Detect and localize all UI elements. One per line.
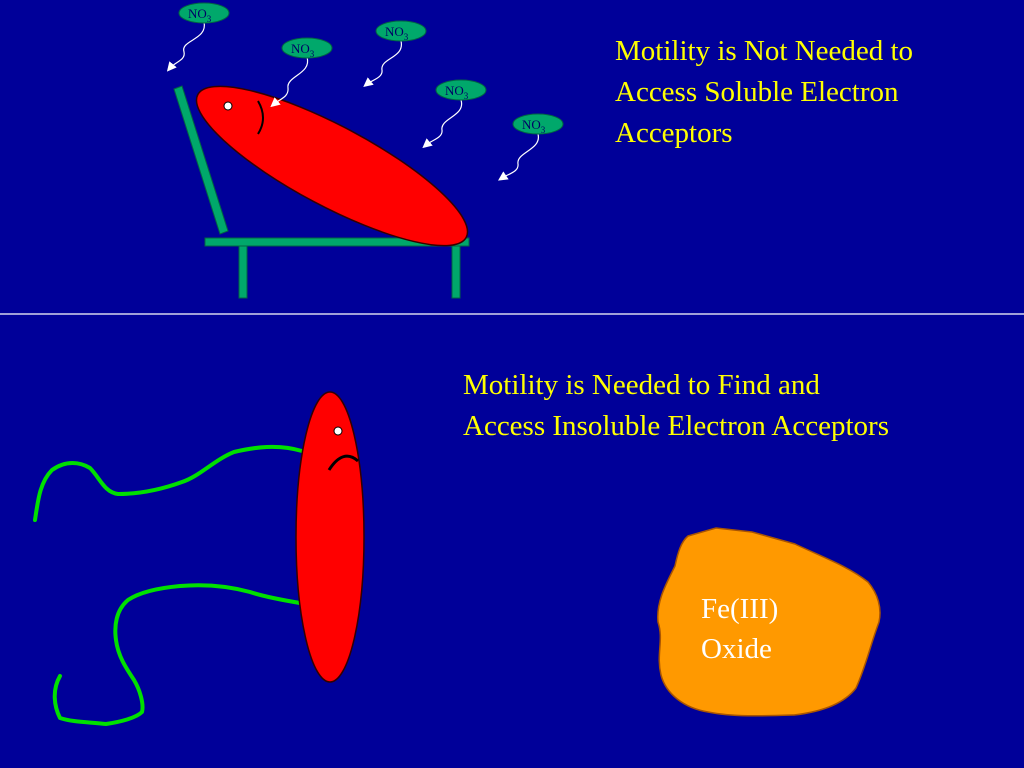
nitrate-group-2: NO3 [270,37,333,108]
nitrate-bubble [281,37,333,59]
nitrate-label: NO [188,6,207,21]
oxide-label-line: Oxide [701,633,772,665]
nitrate-group-4: NO3 [422,79,487,149]
nitrate-label: NO [291,41,310,56]
bacterium-body [195,85,469,247]
chair-seat [204,237,470,247]
caption-line: Access Insoluble Electron Acceptors [463,410,889,442]
caption-line: Motility is Not Needed to [615,35,914,67]
svg-text:NO3: NO3 [291,41,315,59]
resting-bacterium [195,85,469,247]
flagellum-upper [33,444,304,522]
nitrate-subscript: 3 [207,14,212,24]
nitrate-bubble [512,113,564,135]
nitrate-bubble [435,79,487,101]
nitrate-arrow [498,133,539,181]
nitrate-subscript: 3 [310,49,315,59]
bacterium-eye [223,101,233,111]
nitrate-subscript: 3 [541,125,546,135]
iron-oxide-label: Fe(III) Oxide [701,589,778,669]
svg-text:NO3: NO3 [385,24,409,42]
bacterium-frown [327,454,359,471]
bacterium-smile [257,100,264,135]
flagella [33,444,304,726]
nitrate-group-5: NO3 [498,113,564,181]
nitrate-arrow [422,99,463,149]
bacterium-eye [333,426,343,436]
nitrate-bubble [178,2,230,24]
iron-oxide-particle [657,527,881,717]
svg-text:NO3: NO3 [188,6,212,24]
nitrate-label: NO [522,117,541,132]
nitrate-label: NO [445,83,464,98]
caption-line: Access Soluble Electron [615,76,899,108]
nitrate-subscript: 3 [464,91,469,101]
nitrate-group-1: NO3 [166,2,230,72]
lounge-chair [173,85,470,299]
svg-text:NO3: NO3 [522,117,546,135]
flagellum-lower [52,583,302,726]
caption-line: Acceptors [615,117,733,149]
svg-text:NO3: NO3 [445,83,469,101]
chair-leg-right [451,245,461,299]
nitrate-bubble [375,20,427,42]
nitrate-group-3: NO3 [363,20,427,87]
nitrate-arrow [270,56,309,108]
nitrate-arrow [363,40,402,87]
nitrate-label: NO [385,24,404,39]
caption-line: Motility is Needed to Find and [463,369,820,401]
nitrate-arrow [166,21,205,72]
caption-insoluble-acceptors: Motility is Needed to Find and Access In… [463,365,889,447]
swimming-bacterium [295,391,365,683]
oxide-label-line: Fe(III) [701,593,779,625]
caption-soluble-acceptors: Motility is Not Needed to Access Soluble… [615,31,913,154]
bacterium-body [295,391,365,683]
nitrate-subscript: 3 [404,32,409,42]
chair-backrest [173,85,229,235]
chair-leg-left [238,245,248,299]
